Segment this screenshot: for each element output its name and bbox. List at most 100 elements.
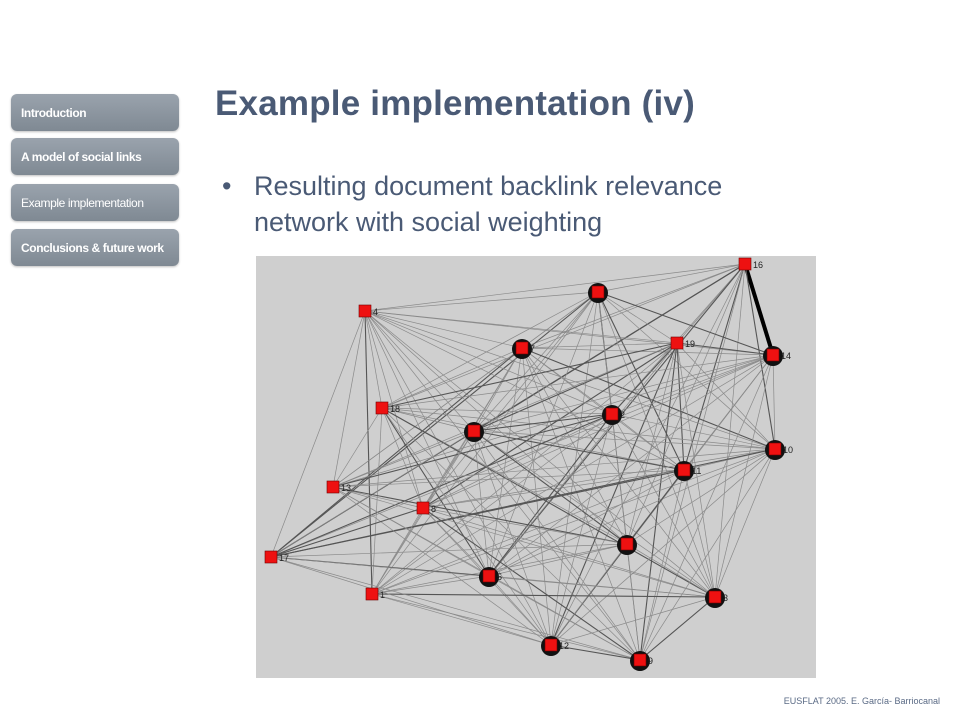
- network-node: 19: [670, 336, 695, 350]
- node-marker: [365, 587, 379, 601]
- network-edge: [626, 448, 776, 545]
- network-edge: [332, 407, 383, 488]
- network-edge: [371, 593, 716, 598]
- network-node: [464, 422, 484, 442]
- network-edge: [597, 291, 776, 450]
- network-edge: [381, 407, 685, 471]
- network-edge: [381, 291, 599, 409]
- node-marker: [708, 590, 722, 604]
- network-node: 13: [326, 480, 351, 494]
- network-edge: [270, 543, 628, 558]
- node-label: 17: [279, 553, 289, 563]
- network-edge: [683, 263, 746, 471]
- network-edge: [364, 310, 628, 545]
- network-edge: [422, 291, 599, 509]
- network-edge: [371, 354, 774, 595]
- footer-credit: EUSFLAT 2005. E. García- Barriocanal: [783, 696, 940, 706]
- network-edge: [364, 310, 490, 577]
- nav-item-introduction[interactable]: Introduction: [11, 94, 179, 131]
- network-edge: [550, 291, 599, 646]
- node-label: 16: [753, 260, 763, 270]
- node-marker: [375, 401, 389, 415]
- network-edge: [371, 448, 776, 595]
- network-edge: [521, 342, 678, 349]
- network-edge: [488, 448, 776, 577]
- node-marker: [467, 424, 481, 438]
- network-edge: [270, 469, 685, 558]
- node-marker: [677, 463, 691, 477]
- network-edge: [270, 507, 424, 558]
- network-edge: [381, 407, 424, 509]
- network-node: 5: [479, 567, 502, 587]
- network-edge: [626, 543, 641, 661]
- network-edge: [364, 310, 716, 598]
- network-edge: [371, 543, 628, 595]
- network-edge: [639, 263, 746, 661]
- node-label: 1: [380, 590, 385, 600]
- network-node: 12: [541, 636, 569, 656]
- network-edge: [364, 263, 746, 312]
- network-node: 14: [763, 346, 791, 366]
- network-edge: [550, 342, 678, 646]
- nav-item-conclusions[interactable]: Conclusions & future work: [11, 229, 179, 266]
- node-label: 11: [692, 466, 701, 476]
- network-edge: [521, 347, 774, 356]
- network-edge: [473, 291, 599, 432]
- network-edge: [488, 413, 613, 577]
- node-label: 10: [783, 445, 793, 455]
- network-edge: [639, 354, 774, 661]
- network-edge: [714, 448, 776, 598]
- node-marker: [633, 653, 647, 667]
- nav-item-example-implementation[interactable]: Example implementation: [11, 184, 179, 221]
- node-label: 19: [685, 339, 695, 349]
- network-edge: [639, 448, 776, 661]
- network-edge: [473, 430, 628, 545]
- bullet-marker: •: [222, 171, 232, 201]
- network-edge: [364, 310, 774, 356]
- network-edge: [611, 413, 716, 598]
- node-label: 14: [781, 351, 791, 361]
- network-edge: [422, 507, 716, 598]
- network-edge: [550, 448, 776, 646]
- network-edge: [422, 469, 685, 509]
- network-node: [617, 535, 637, 555]
- network-edge: [550, 543, 628, 646]
- node-marker: [620, 537, 634, 551]
- network-edge: [550, 413, 613, 646]
- node-marker: [766, 348, 780, 362]
- nav-item-social-links-model[interactable]: A model of social links: [11, 138, 179, 175]
- network-node: 8: [416, 501, 436, 515]
- network-node: 1: [365, 587, 385, 601]
- network-node: [588, 283, 608, 303]
- network-edge: [521, 347, 685, 471]
- bullet-text: Resulting document backlink relevance ne…: [254, 171, 723, 237]
- network-edge: [422, 448, 776, 509]
- network-edge: [270, 347, 523, 558]
- node-marker: [416, 501, 430, 515]
- node-marker: [605, 407, 619, 421]
- node-marker: [738, 257, 752, 271]
- network-edge: [270, 556, 641, 661]
- node-marker: [264, 550, 278, 564]
- network-edge: [422, 507, 641, 661]
- network-edge: [597, 291, 774, 356]
- slide-title: Example implementation (iv): [215, 84, 695, 123]
- network-edge: [488, 575, 552, 646]
- network-edge: [488, 469, 685, 577]
- network-edge: [676, 342, 776, 450]
- network-edge: [364, 310, 383, 409]
- network-edge: [371, 507, 424, 595]
- node-label: 12: [559, 641, 569, 651]
- node-marker: [326, 480, 340, 494]
- network-edge: [371, 291, 599, 595]
- network-edge: [683, 469, 716, 598]
- network-edge: [521, 347, 776, 450]
- network-edge: [611, 413, 685, 471]
- network-edge: [332, 486, 424, 509]
- node-marker: [768, 442, 782, 456]
- network-edge: [364, 291, 599, 312]
- network-edge: [611, 342, 678, 415]
- network-edge: [381, 407, 475, 432]
